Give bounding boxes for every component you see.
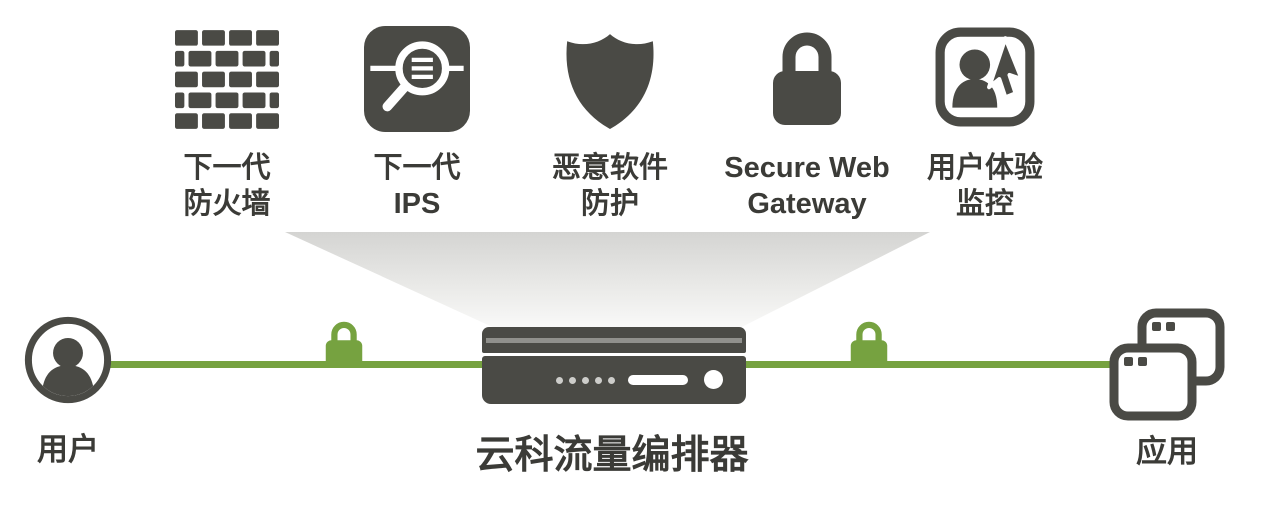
service-next-gen-firewall: 下一代 防火墙 <box>127 26 327 222</box>
service-label-line1: 下一代 <box>183 152 271 184</box>
service-label-line1: Secure Web <box>724 152 890 184</box>
green-lock-icon <box>320 320 368 370</box>
service-label-line2: IPS <box>393 188 441 220</box>
applications-icon <box>1108 308 1226 424</box>
shield-icon <box>510 26 710 140</box>
funnel-cone <box>285 232 930 328</box>
service-label-line2: 防火墙 <box>183 188 271 220</box>
appliance-lid <box>482 327 746 353</box>
user-label: 用户 <box>37 432 99 467</box>
service-label-line2: 监控 <box>955 188 1014 220</box>
service-malware-protection: 恶意软件 防护 <box>510 26 710 222</box>
firewall-icon <box>127 26 327 140</box>
service-label: 下一代 IPS <box>317 150 517 222</box>
service-label: 下一代 防火墙 <box>127 150 327 222</box>
appliance-power-button <box>704 370 723 389</box>
service-label: 恶意软件 防护 <box>510 150 710 222</box>
appliance-groove <box>486 338 742 343</box>
user-monitor-icon <box>885 26 1085 140</box>
appliance-slot <box>628 375 688 385</box>
app-label: 应用 <box>1136 434 1198 469</box>
appliance-led-dots <box>556 377 615 384</box>
service-label-line1: 下一代 <box>373 152 461 184</box>
service-label-line2: 防护 <box>580 188 639 220</box>
lock-icon <box>707 26 907 140</box>
green-lock-icon <box>845 320 893 370</box>
service-label-line1: 用户体验 <box>926 152 1043 184</box>
service-label: 用户体验 监控 <box>885 150 1085 222</box>
service-label-line1: 恶意软件 <box>551 152 668 184</box>
ips-magnifier-icon <box>317 26 517 140</box>
service-label-line2: Gateway <box>747 188 867 220</box>
service-label: Secure Web Gateway <box>707 150 907 222</box>
service-secure-web-gateway: Secure Web Gateway <box>707 26 907 222</box>
service-user-exp-monitoring: 用户体验 监控 <box>885 26 1085 222</box>
user-icon <box>24 316 112 404</box>
appliance-body <box>482 356 746 404</box>
device-label: 云科流量编排器 <box>475 434 749 477</box>
service-next-gen-ips: 下一代 IPS <box>317 26 517 222</box>
traffic-orchestrator-appliance <box>482 327 746 404</box>
